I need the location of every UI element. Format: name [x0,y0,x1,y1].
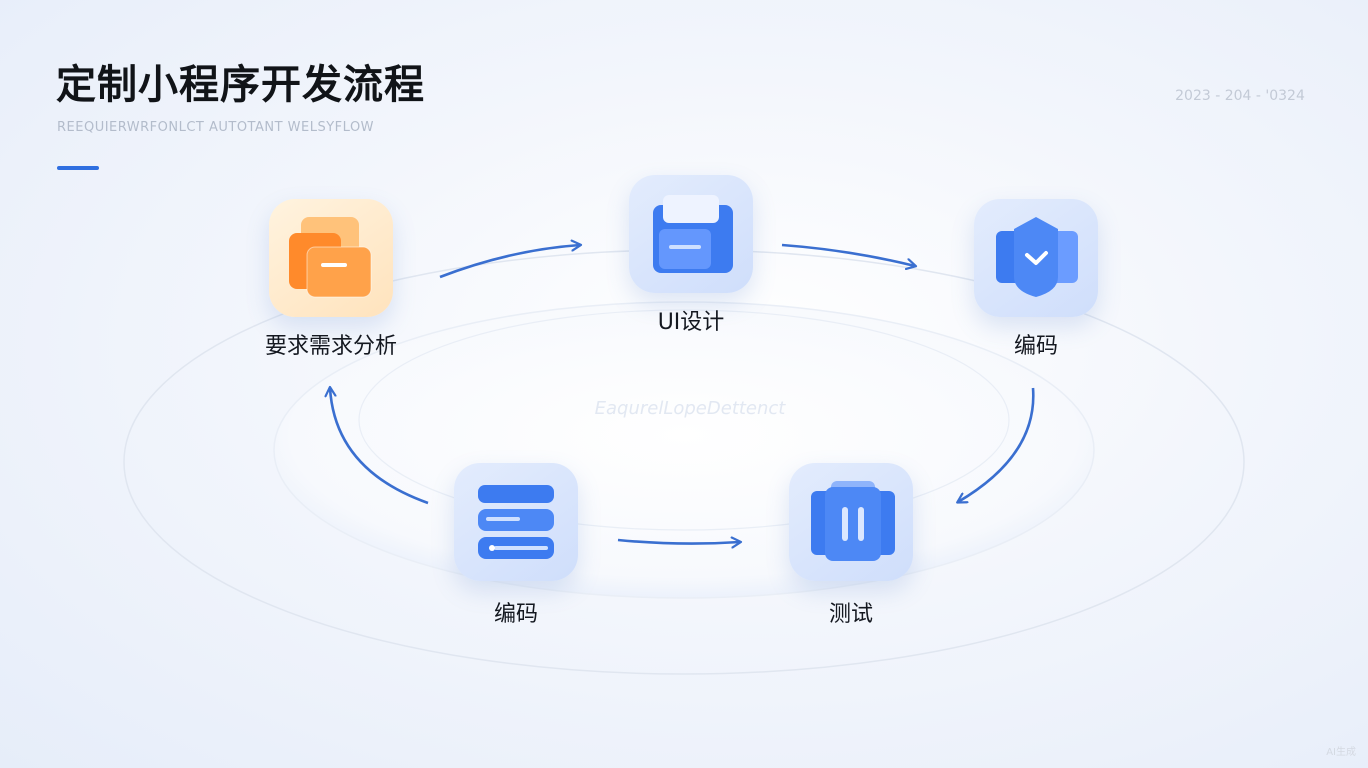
pause-stack-icon [811,481,895,561]
folder-stack-icon [289,217,372,298]
floppy-disk-icon [653,195,733,273]
step-coding-tile[interactable] [974,199,1098,317]
arrow-ui-to-coding [781,243,915,266]
step-ui-design-tile[interactable] [629,175,753,293]
watermark-text: EaqurelLopeDettenct [594,398,786,419]
step-coding-2-label: 编码 [493,602,538,627]
step-ui-design-label: UI设计 [657,310,725,335]
step-analysis-tile[interactable] [269,199,393,317]
arrow-coding2-to-test [617,540,740,544]
step-testing-tile[interactable] [789,463,913,581]
server-stack-icon [478,485,554,559]
step-coding-2-tile[interactable] [454,463,578,581]
inner-ring [358,309,1010,531]
arrow-coding2-to-analysis [330,388,429,505]
accent-bar [57,166,99,170]
step-analysis-label: 要求需求分析 [264,334,397,359]
page-title: 定制小程序开发流程 [56,62,425,108]
arrow-analysis-to-ui [439,245,580,279]
step-testing-label: 测试 [828,602,873,627]
step-coding-label: 编码 [1013,334,1058,359]
arrow-coding-to-test [958,387,1035,502]
date-text: 2023 - 204 - '0324 [1175,88,1305,104]
shield-check-icon [996,217,1078,297]
ai-generated-badge: AI生成 [1326,747,1356,758]
page-subtitle: REEQUIERWRFONLCT AUTOTANT WELSYFLOW [57,120,375,135]
